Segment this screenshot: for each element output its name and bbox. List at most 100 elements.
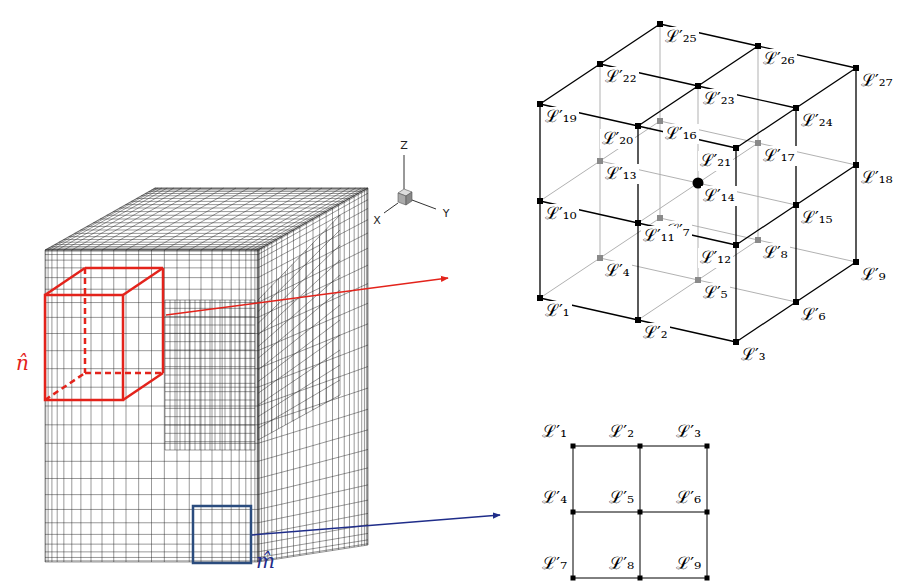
- stencil-edge: [600, 64, 698, 86]
- mesh-line: [45, 387, 258, 388]
- stencil-highlight-box: [45, 268, 163, 400]
- stencil-label: ℒ′₁₁: [641, 226, 677, 246]
- stencil-label: ℒ′₇: [540, 554, 569, 574]
- mesh-line: [257, 250, 258, 562]
- mesh-line: [361, 192, 362, 546]
- mesh-line: [258, 220, 368, 278]
- stencil-edge: [660, 121, 661, 218]
- mesh-line: [358, 193, 359, 546]
- stencil-edge: [540, 161, 600, 201]
- stencil-edge: [758, 46, 759, 143]
- mesh-line: [107, 215, 320, 216]
- highlight-edge: [85, 267, 163, 270]
- stencil-edge: [698, 240, 758, 280]
- stencil-label: ℒ′₅: [701, 283, 730, 303]
- mesh-line: [305, 250, 306, 413]
- mesh-line: [258, 303, 368, 350]
- mesh-line: [250, 300, 251, 450]
- stencil-edge: [855, 68, 856, 165]
- mesh-line: [153, 188, 366, 189]
- stencil-label: ℒ′₈: [607, 554, 636, 574]
- mesh-line: [165, 341, 255, 342]
- mesh-line: [177, 188, 287, 250]
- mesh-line: [164, 188, 274, 250]
- stencil-label: ℒ′₉: [674, 554, 703, 574]
- mesh-line: [45, 317, 258, 318]
- mesh-line: [251, 188, 361, 250]
- mesh-line: [354, 196, 355, 547]
- mesh-line: [45, 333, 258, 334]
- mesh-line: [368, 188, 369, 545]
- stencil-label: ℒ′₁₂: [698, 248, 734, 268]
- mesh-line: [45, 251, 258, 252]
- mesh-line: [225, 300, 226, 450]
- stencil-edge: [540, 258, 600, 298]
- mesh-line: [220, 300, 221, 450]
- mesh-line: [165, 350, 255, 351]
- stencil-label: ℒ′₂₁: [698, 151, 734, 171]
- stencil-label: ℒ′₂₇: [859, 71, 895, 91]
- stencil-label: ℒ′₂: [607, 422, 636, 442]
- stencil-edge: [638, 183, 698, 223]
- stencil-label: ℒ′₁₉: [543, 107, 579, 127]
- zoom-arrow: [166, 278, 448, 315]
- axis-cube: [406, 192, 412, 205]
- mesh-line: [120, 208, 333, 209]
- stencil-edge: [758, 46, 856, 68]
- axis-triad: [384, 155, 436, 213]
- mesh-line: [367, 188, 368, 545]
- mesh-line: [189, 188, 299, 250]
- stencil-edge: [698, 280, 796, 302]
- mesh-line: [222, 250, 223, 562]
- mesh-line: [131, 201, 344, 202]
- stencil-edge: [736, 205, 796, 245]
- mesh-line: [258, 248, 368, 302]
- stencil-label: ℒ′₁₈: [859, 168, 895, 188]
- stencil-edge: [796, 68, 856, 108]
- stencil-edge: [600, 258, 698, 280]
- stencil-edge: [540, 64, 600, 104]
- mesh-line: [333, 222, 334, 399]
- stencil-edge: [660, 121, 758, 143]
- mesh-line: [258, 245, 340, 323]
- stencil-label: ℒ′₁₇: [761, 146, 797, 166]
- stencil-point: [635, 123, 641, 129]
- mesh-line: [45, 254, 258, 255]
- stencil-point: [733, 145, 739, 151]
- stencil-edge: [600, 161, 601, 258]
- mesh-line: [258, 215, 340, 300]
- mesh-line: [45, 350, 258, 351]
- mesh-line: [312, 243, 313, 410]
- stencil-label: ℒ′₉: [859, 265, 888, 285]
- grid-point: [571, 576, 576, 581]
- mesh-line: [164, 250, 165, 562]
- mesh-line: [155, 188, 368, 189]
- mesh-line: [246, 188, 356, 250]
- stencil-edge: [796, 262, 856, 302]
- stencil-label: ℒ′₈: [761, 243, 790, 263]
- mesh-line: [45, 302, 258, 303]
- stencil-label: ℒ′₂: [641, 323, 670, 343]
- mesh-line: [258, 290, 340, 358]
- mesh-line: [257, 188, 367, 250]
- mesh-line: [235, 300, 236, 450]
- hidden-edge: [85, 372, 163, 375]
- stencil-label: ℒ′₁₃: [603, 164, 639, 184]
- mesh-line: [326, 229, 327, 402]
- highlight-edge: [162, 268, 165, 373]
- axis-line: [384, 203, 398, 213]
- mesh-line: [165, 316, 255, 317]
- stencil-edge: [638, 320, 736, 342]
- grid-point: [705, 444, 710, 449]
- stencil-edge: [540, 201, 638, 223]
- mesh-line: [231, 250, 232, 562]
- axis-line: [412, 200, 436, 209]
- grid-point: [705, 510, 710, 515]
- grid-point: [705, 576, 710, 581]
- mesh-line: [165, 366, 255, 367]
- stencil-edge: [638, 86, 698, 126]
- mesh-cube: [45, 188, 368, 562]
- stencil-label: ℒ′₄: [540, 488, 569, 508]
- stencil-3d: [537, 21, 859, 345]
